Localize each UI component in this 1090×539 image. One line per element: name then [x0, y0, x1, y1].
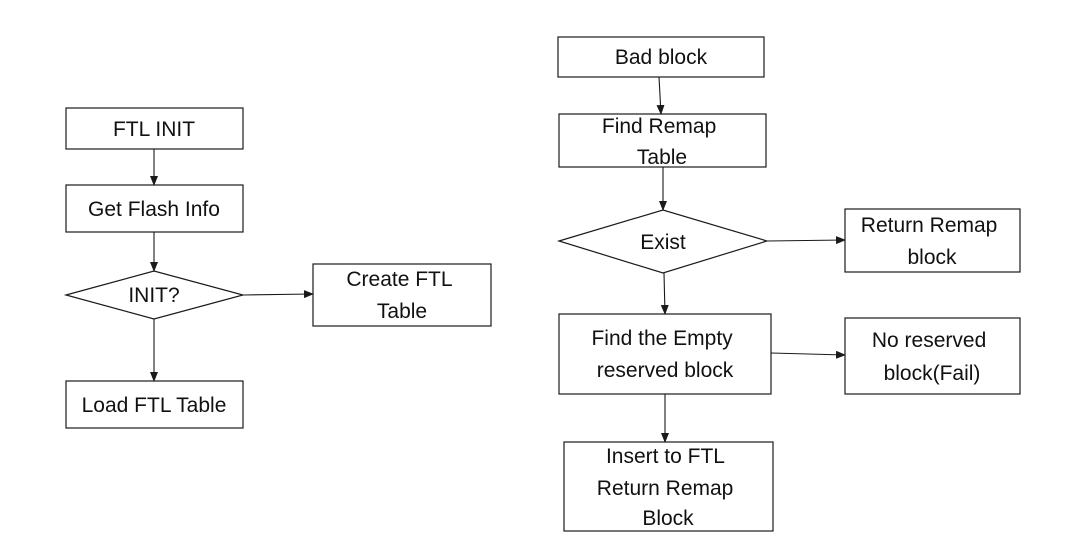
node-insert-to-ftl: Insert to FTL Return Remap Block	[563, 441, 774, 532]
node-get-flash-info: Get Flash Info	[65, 184, 244, 233]
node-return-remap-block-line-1: Return Remap	[861, 214, 998, 237]
node-return-remap-block: Return Remap block	[844, 208, 1021, 273]
node-exist-decision: Exist	[556, 209, 770, 274]
node-insert-to-ftl-line-1: Insert to FTL	[606, 445, 724, 468]
node-bad-block-label: Bad block	[615, 46, 708, 69]
edge-find-empty-to-no-reserved	[770, 350, 846, 359]
node-insert-to-ftl-label: Insert to FTL Return Remap Block	[597, 445, 739, 530]
node-init-decision: INIT?	[63, 270, 246, 320]
node-no-reserved-block-line-2: block(Fail)	[884, 362, 981, 385]
node-get-flash-info-label: Get Flash Info	[88, 198, 220, 221]
edge-exist-to-find-empty	[660, 272, 669, 315]
node-no-reserved-block-line-1: No reserved	[872, 329, 986, 352]
node-ftl-init-label: FTL INIT	[113, 118, 195, 141]
edge-bad-block-to-find-remap	[656, 76, 665, 115]
node-create-ftl-table-line-1: Create FTL	[346, 268, 452, 291]
edge-init-to-create-table	[242, 290, 314, 299]
node-find-remap-table-line-2: Table	[637, 146, 687, 169]
node-find-empty-reserved: Find the Empty reserved block	[558, 313, 772, 395]
node-find-empty-reserved-label: Find the Empty reserved block	[591, 327, 738, 382]
node-create-ftl-table-label: Create FTL Table	[346, 268, 457, 323]
node-find-empty-reserved-line-2: reserved block	[597, 359, 734, 382]
node-find-empty-reserved-line-1: Find the Empty	[591, 327, 733, 350]
node-create-ftl-table: Create FTL Table	[312, 263, 492, 327]
node-find-remap-table: Find Remap Table	[558, 113, 767, 169]
node-no-reserved-block: No reserved block(Fail)	[844, 317, 1021, 395]
edge-exist-to-return-remap	[766, 236, 846, 245]
node-ftl-init: FTL INIT	[65, 107, 244, 150]
node-bad-block: Bad block	[557, 36, 765, 78]
node-insert-to-ftl-line-2: Return Remap	[597, 477, 734, 500]
node-return-remap-block-line-2: block	[907, 246, 957, 269]
node-find-remap-table-line-1: Find Remap	[602, 115, 716, 138]
node-load-ftl-table: Load FTL Table	[65, 380, 244, 429]
node-load-ftl-table-label: Load FTL Table	[82, 394, 227, 417]
node-init-decision-label: INIT?	[128, 284, 179, 307]
node-insert-to-ftl-line-3: Block	[642, 507, 694, 530]
node-exist-decision-label: Exist	[640, 231, 686, 254]
node-return-remap-block-label: Return Remap block	[861, 214, 1003, 269]
node-create-ftl-table-line-2: Table	[377, 300, 427, 323]
node-find-remap-table-label: Find Remap Table	[602, 115, 722, 169]
node-no-reserved-block-label: No reserved block(Fail)	[872, 329, 992, 385]
